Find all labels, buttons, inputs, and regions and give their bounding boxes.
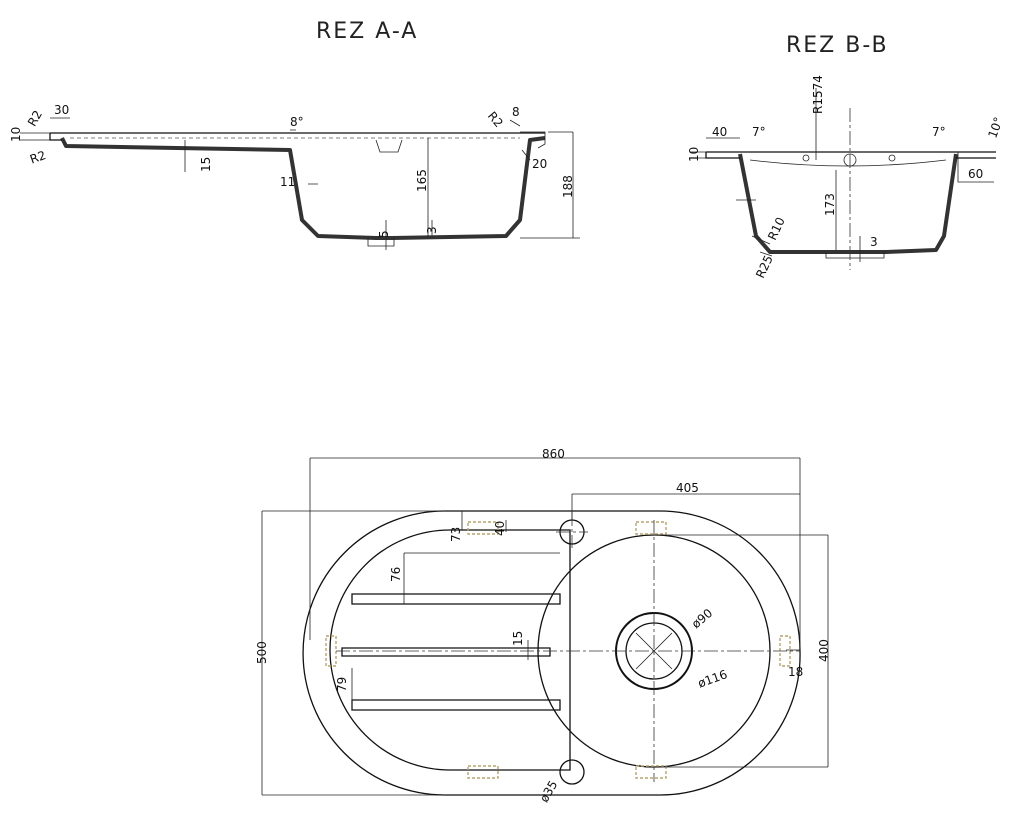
plan-dim-dia116: ø116	[696, 667, 729, 691]
plan-dim-73: 73	[449, 527, 463, 542]
section-a-top-surface	[49, 132, 545, 141]
section-b-angle-7-right: 7°	[932, 125, 946, 139]
plan-clip-top-left	[467, 521, 499, 535]
plan-dim-79: 79	[335, 677, 349, 692]
section-a-dim-8-right: 8	[512, 105, 520, 119]
section-b-dim-60: 60	[968, 167, 983, 181]
section-b-dim-r1574: R1574	[811, 75, 825, 114]
section-a-dim-5: 5	[377, 230, 391, 238]
section-a-dim-r2-bottom: R2	[28, 148, 48, 167]
section-b-dim-173: 173	[823, 193, 837, 216]
section-a-dim-lines	[20, 117, 580, 250]
section-a-dim-15: 15	[199, 157, 213, 172]
plan-clip-top-right	[635, 521, 667, 535]
section-a-a: REZ A-A 30 R2 10 R2 8° R2 8 15 11 165 18…	[9, 19, 580, 250]
section-b-angle-10: 10°	[985, 115, 1005, 140]
section-a-dim-r2-right: R2	[485, 109, 506, 130]
plan-dim-18: 18	[788, 665, 803, 679]
section-a-drain-slot	[375, 139, 403, 153]
section-b-mark-left	[802, 154, 810, 162]
plan-clip-bottom-left	[467, 765, 499, 779]
section-b-title: REZ B-B	[786, 33, 889, 58]
section-b-dim-r25: R25	[753, 253, 776, 280]
section-b-angle-7-left: 7°	[752, 125, 766, 139]
section-a-dim-20: 20	[532, 157, 547, 171]
section-b-right-flange	[957, 152, 994, 183]
plan-drainboard-contour	[329, 529, 571, 771]
section-a-dim-r2-top: R2	[25, 108, 45, 129]
plan-dim-40: 40	[493, 521, 507, 536]
plan-clip-bottom-right	[635, 765, 667, 779]
section-b-top-surface	[705, 151, 996, 159]
section-a-dim-188: 188	[561, 175, 575, 198]
plan-dim-400: 400	[817, 639, 831, 662]
plan-dim-405: 405	[676, 481, 699, 495]
section-a-angle-8: 8°	[290, 115, 304, 129]
plan-dim-860: 860	[542, 447, 565, 461]
section-b-dim-3: 3	[870, 235, 878, 249]
section-b-dim-40: 40	[712, 125, 727, 139]
section-a-dim-3: 3	[425, 226, 439, 234]
plan-dim-lines	[261, 457, 829, 796]
section-a-dim-10: 10	[9, 127, 23, 142]
plan-rib-top	[351, 593, 561, 605]
plan-dim-dia35: ø35	[537, 778, 560, 805]
plan-outer-contour	[302, 510, 801, 796]
section-b-dim-lines	[690, 88, 861, 262]
section-b-dim-r10: R10	[765, 215, 788, 242]
plan-dim-500: 500	[255, 641, 269, 664]
section-b-dim-10: 10	[687, 147, 701, 162]
section-b-drain-bottom	[825, 252, 885, 259]
section-a-dim-165: 165	[415, 169, 429, 192]
plan-rib-middle	[341, 647, 551, 657]
section-b-b: REZ B-B R1574 40 7° 7° 10° 10 60 173 R10…	[687, 33, 1006, 280]
section-a-profile	[60, 136, 546, 240]
section-a-right-flange	[520, 131, 546, 149]
section-a-title: REZ A-A	[316, 19, 418, 44]
section-a-dim-30: 30	[54, 103, 69, 117]
section-b-mark-right	[888, 154, 896, 162]
section-b-rim-arc	[749, 159, 947, 167]
section-a-dim-11: 11	[280, 175, 295, 189]
plan-dim-15: 15	[511, 631, 525, 646]
plan-overflow-hole	[559, 759, 585, 785]
plan-rib-bottom	[351, 699, 561, 711]
plan-view: 860 405 40 73 76 15 500 400 79 18 ø90 ø1…	[255, 447, 831, 805]
section-a-drain-bottom	[367, 238, 395, 247]
plan-dim-76: 76	[389, 567, 403, 582]
plan-dim-dia90: ø90	[689, 606, 715, 631]
